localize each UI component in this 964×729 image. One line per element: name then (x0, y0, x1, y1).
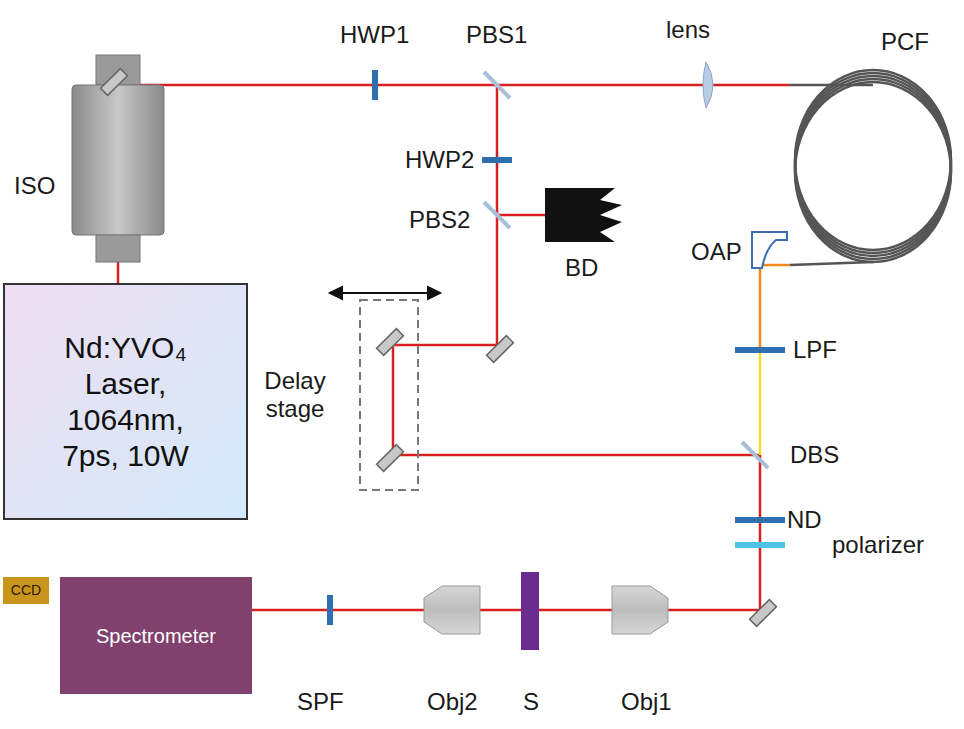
ccd-box: CCD (3, 577, 49, 604)
node-text: CCD (11, 582, 41, 599)
component-label: Obj1 (621, 688, 672, 716)
lens (703, 62, 713, 108)
component-label: PBS2 (409, 206, 470, 234)
isolator (72, 55, 164, 262)
component-label: Delay stage (255, 367, 335, 422)
double-arrow (330, 287, 440, 299)
component-label: BD (565, 254, 598, 282)
node-text: Nd:YVO₄ Laser, 1064nm, 7ps, 10W (46, 330, 206, 474)
component-label: ISO (14, 172, 55, 200)
fiber-coil (790, 70, 951, 265)
filter-plate (327, 70, 785, 625)
beam-dump (545, 188, 622, 242)
component-label: PCF (881, 28, 929, 56)
delay-stage-box (360, 300, 418, 490)
node-text: Spectrometer (96, 624, 216, 648)
component-label: HWP1 (340, 21, 409, 49)
oap-mirror (752, 232, 787, 268)
polarizer-plate (735, 542, 785, 548)
component-label: S (523, 688, 539, 716)
component-label: ND (787, 506, 822, 534)
component-label: Obj2 (427, 688, 478, 716)
component-label: DBS (790, 441, 839, 469)
sample (521, 572, 539, 650)
laser-box: Nd:YVO₄ Laser, 1064nm, 7ps, 10W (3, 283, 248, 520)
spectrometer-box: Spectrometer (60, 577, 252, 694)
beam-splitter (484, 72, 768, 468)
component-label: OAP (691, 238, 742, 266)
component-label: PBS1 (466, 21, 527, 49)
objective (424, 586, 668, 634)
component-label: lens (666, 16, 710, 44)
component-label: polarizer (832, 531, 924, 559)
component-label: HWP2 (405, 146, 474, 174)
component-label: SPF (297, 688, 344, 716)
component-label: LPF (793, 336, 837, 364)
